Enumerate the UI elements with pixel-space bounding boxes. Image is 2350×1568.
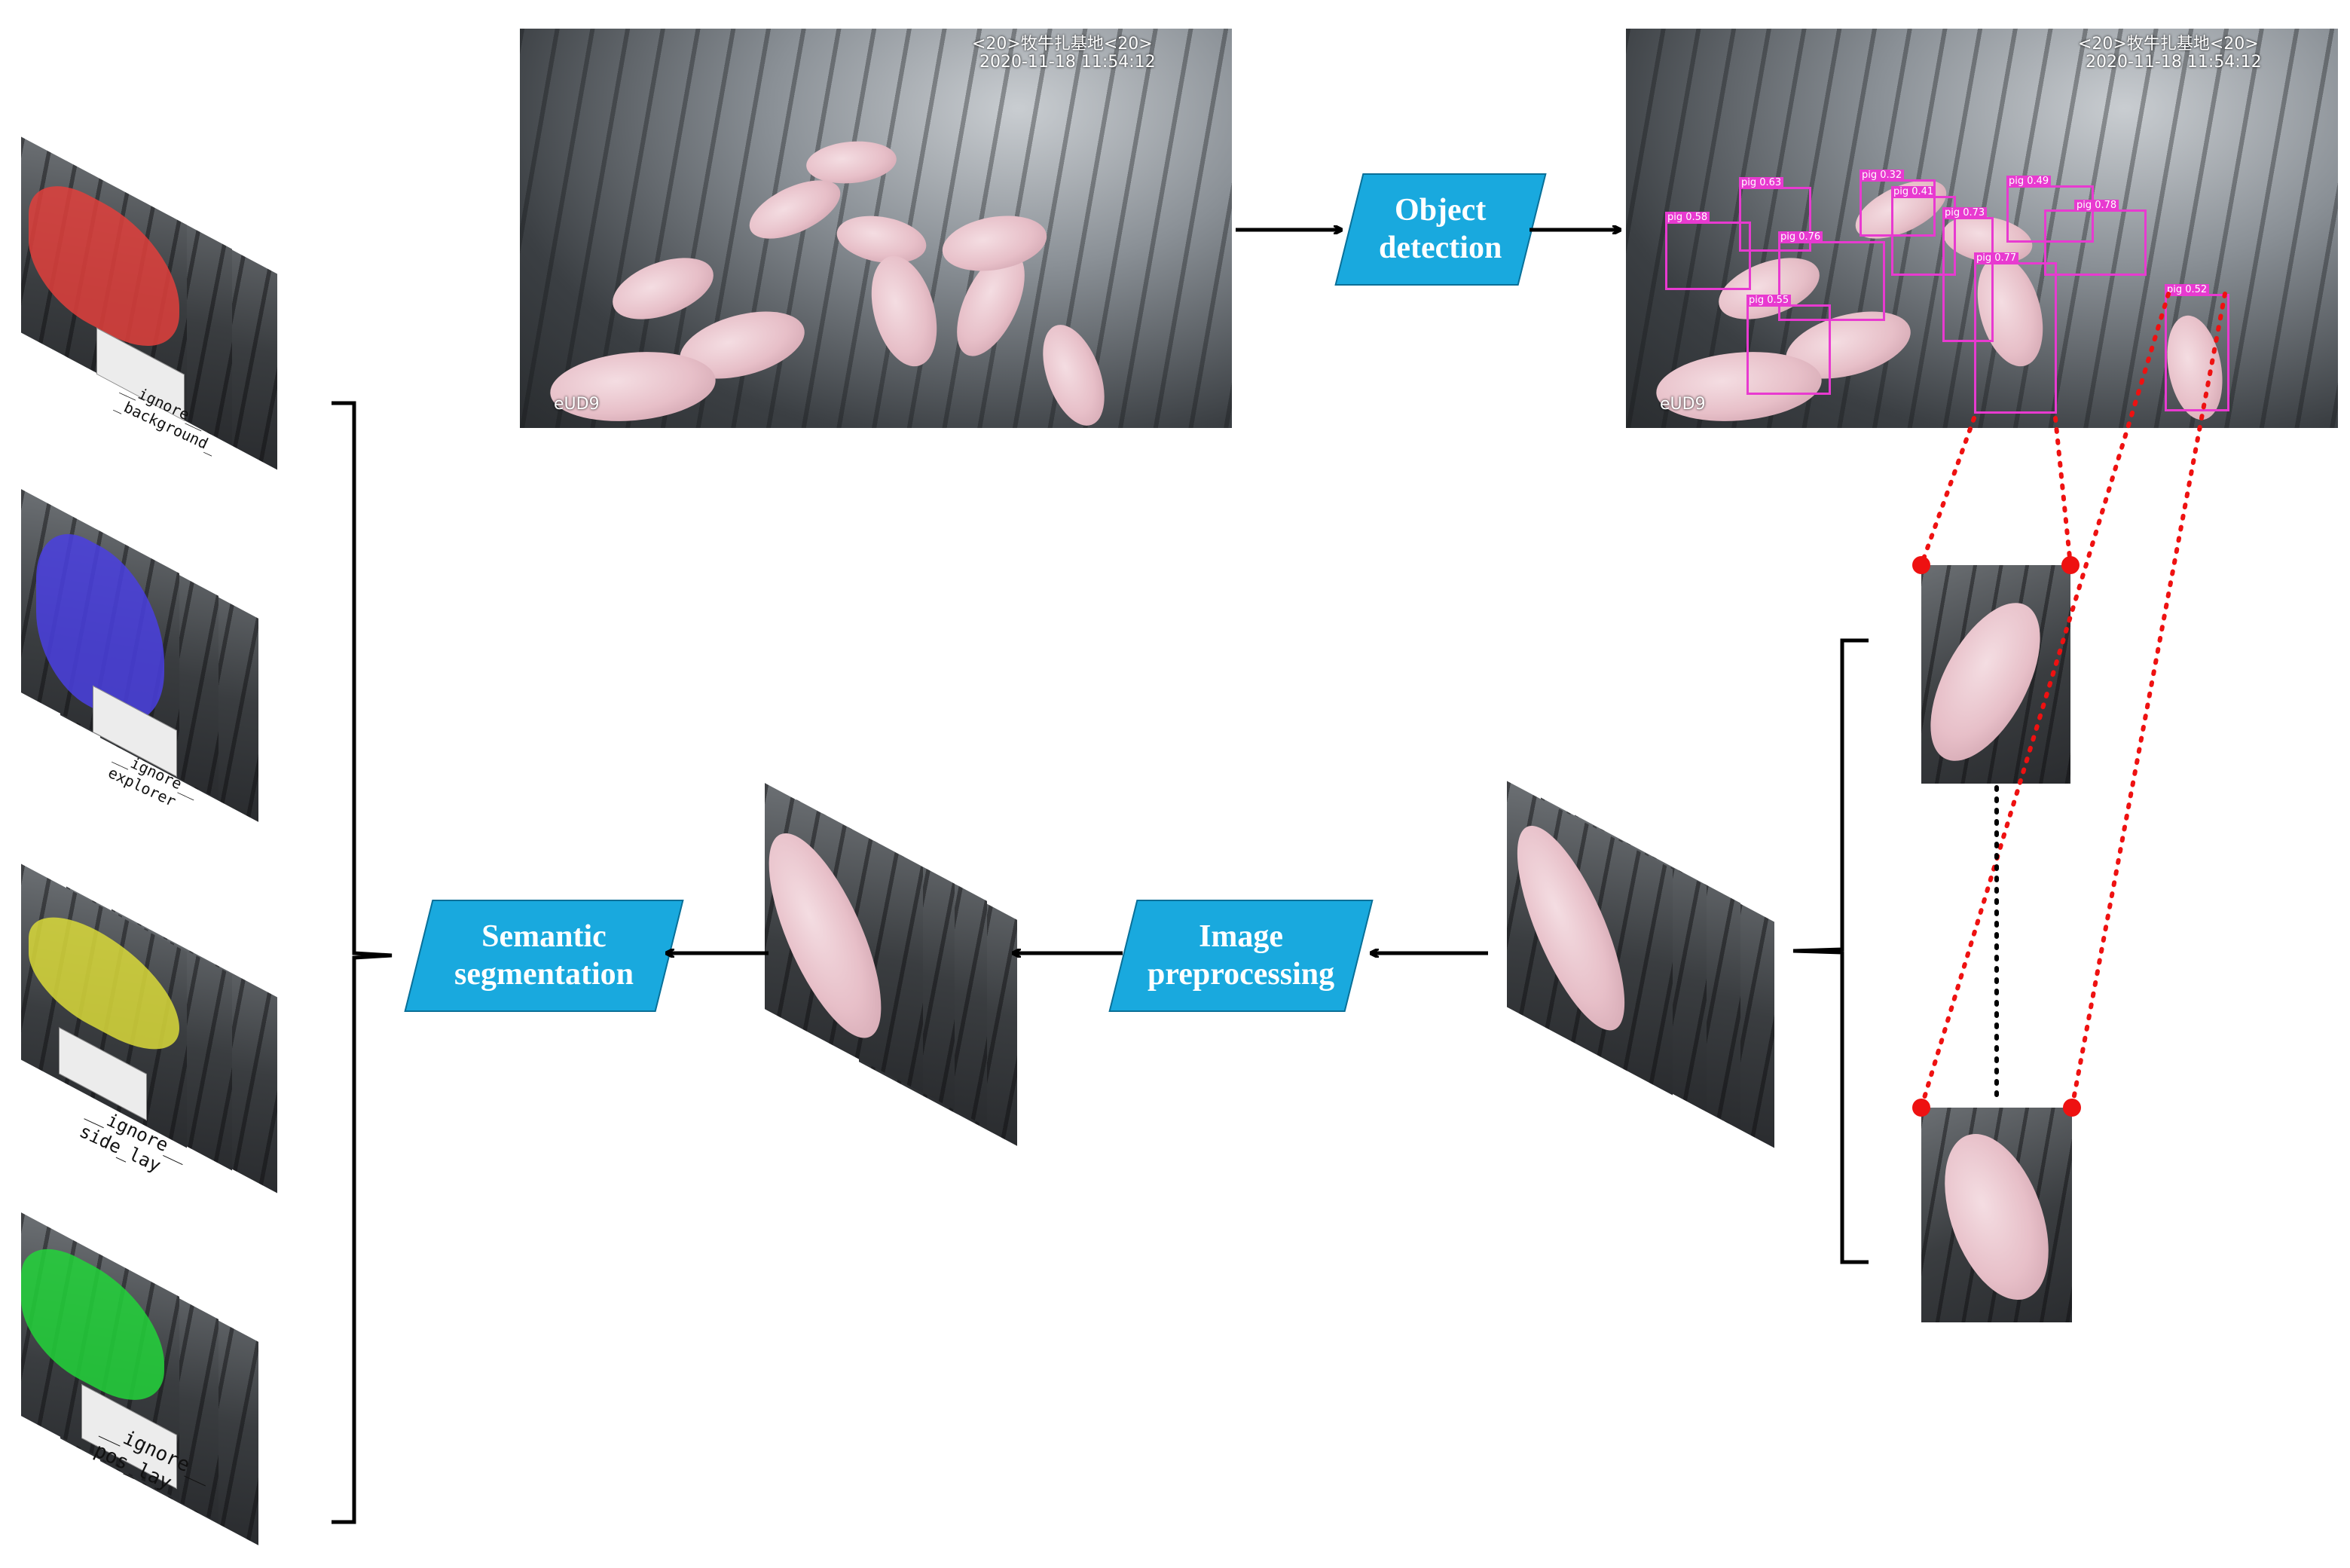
- bbox-label-6: pig 0.76: [1778, 231, 1823, 243]
- camera-title: <20>牧牛扎基地<20>: [972, 35, 1153, 53]
- bbox-label-4: pig 0.78: [2074, 200, 2119, 212]
- bbox-label-0: pig 0.63: [1739, 177, 1784, 189]
- bbox-label-7: pig 0.73: [1942, 207, 1988, 219]
- bbox-label-10: pig 0.52: [2165, 284, 2210, 296]
- left-brace: [332, 401, 393, 1524]
- camera-timestamp: 2020-11-18 11:54:12: [979, 53, 1156, 72]
- bbox-label-9: pig 0.55: [1746, 295, 1792, 307]
- bbox-label-1: pig 0.32: [1860, 170, 1905, 182]
- camera-timestamp: 2020-11-18 11:54:12: [2086, 53, 2262, 72]
- crop-top: [1908, 565, 2070, 784]
- bbox-label-8: pig 0.77: [1974, 252, 2019, 264]
- bbox-label-5: pig 0.58: [1665, 212, 1710, 224]
- bbox-label-3: pig 0.49: [2006, 176, 2052, 188]
- crop-bottom: [1921, 1108, 2072, 1322]
- dotted-links: [1919, 292, 2227, 1110]
- corner-dots: [1912, 556, 2081, 1117]
- raw-frame: <20>牧牛扎基地<20> 2020-11-18 11:54:12 eUD9: [520, 29, 1232, 434]
- bbox-label-2: pig 0.41: [1891, 186, 1936, 198]
- bbox-6: [1778, 241, 1885, 321]
- camera-brand: eUD9: [554, 395, 600, 414]
- camera-brand: eUD9: [1660, 395, 1706, 414]
- detection-frame: <20>牧牛扎基地<20> 2020-11-18 11:54:12 eUD9 p…: [1626, 29, 2338, 428]
- camera-title: <20>牧牛扎基地<20>: [2078, 35, 2259, 53]
- right-brace: [1792, 638, 1869, 1264]
